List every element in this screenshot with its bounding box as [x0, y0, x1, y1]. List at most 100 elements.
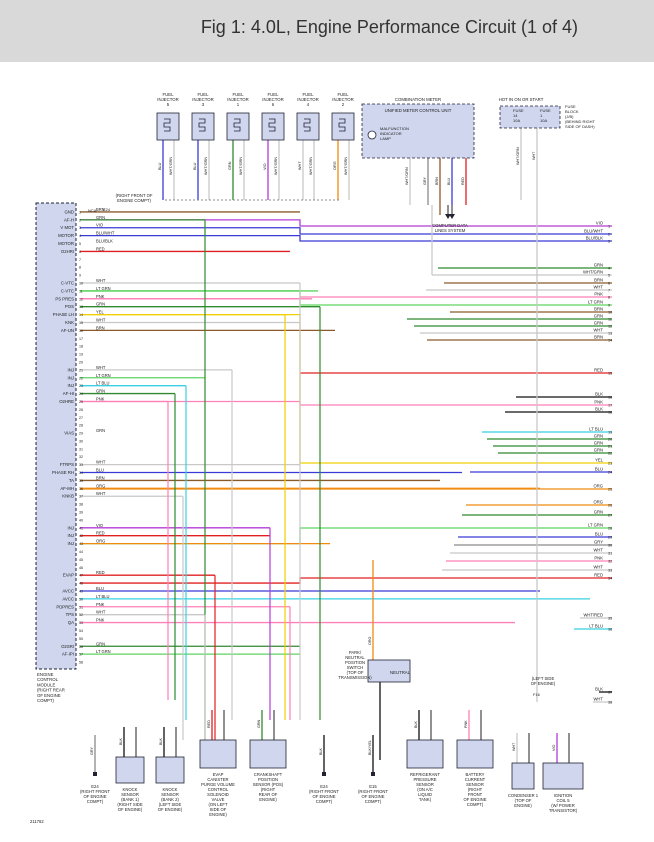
- component-wire-label: RED: [207, 720, 211, 728]
- ecm-pin-name: FTRPS: [60, 462, 74, 467]
- injector-number: 2: [342, 102, 345, 107]
- wire-color-label: BRN: [594, 278, 603, 283]
- wire-color-label: RED: [594, 368, 603, 373]
- fuel-injector: [261, 112, 285, 141]
- arrow-icon: [449, 214, 455, 219]
- wire-color-label: GRY: [594, 540, 603, 545]
- wire-color-label: BRN: [594, 335, 603, 340]
- injector-label: FUEL: [198, 92, 210, 97]
- component-wire-label: WHT: [512, 742, 516, 751]
- wire-blu/wht: [80, 227, 612, 235]
- ecm-pin-name: KNKB: [62, 494, 74, 499]
- ecm-wire-label: WHT: [96, 491, 106, 496]
- wire-number: 36: [608, 628, 612, 632]
- component-cmp: [249, 739, 287, 769]
- ecm-pin-name: QA: [68, 620, 74, 625]
- injector-coil-icon: [268, 118, 276, 132]
- component-label: COMPT): [467, 802, 484, 807]
- injector-label: INJECTOR: [157, 97, 178, 102]
- wire-yel: [80, 313, 612, 464]
- ecm-pin-number: 57: [79, 653, 83, 657]
- pnp-label: NEUTRAL: [345, 655, 365, 660]
- component-label: SENSOR: [466, 782, 484, 787]
- combination-meter: [361, 103, 475, 159]
- ecm-pin-number: 11: [79, 289, 83, 293]
- fuse-block: [499, 105, 561, 129]
- component-label: COIL 5: [556, 798, 570, 803]
- ecm-pin-number: 21: [79, 368, 83, 372]
- ecm-pin-number: 47: [79, 574, 83, 578]
- wire-color-label: WHT/RED: [583, 613, 603, 618]
- ecm-pin-number: 19: [79, 353, 83, 357]
- component-label: (RIGHT SIDE: [117, 802, 142, 807]
- component-label: ENGINE): [209, 812, 227, 817]
- wire-number: 6: [608, 282, 610, 286]
- fuel-injector: [296, 112, 320, 141]
- injector-label: FUEL: [303, 92, 315, 97]
- pnp-label: POSITION: [345, 660, 365, 665]
- ecm-wire-label: GRN: [96, 428, 105, 433]
- component-label: VALVE: [212, 797, 225, 802]
- wire-color-label: GRN: [594, 434, 603, 439]
- component-label: CRANKSHAFT: [254, 772, 283, 777]
- diagram-id: 211762: [30, 819, 44, 824]
- component-label: REFRIGERANT: [410, 772, 440, 777]
- wire-lt grn: [80, 290, 612, 306]
- wire-number: 27: [608, 514, 612, 518]
- component-label: E24: [91, 784, 99, 789]
- ecm-wire-label: WHT: [96, 610, 106, 615]
- wire-color-label: BLK: [595, 407, 603, 412]
- wire-number: 19: [608, 431, 612, 435]
- ecm-pin-number: 26: [79, 408, 83, 412]
- wire-color-label: BLK: [595, 392, 603, 397]
- fuse-block-label: FUSE: [565, 104, 576, 109]
- fuse-label: 14: [513, 113, 518, 118]
- component-label: PURGE VOLUME: [201, 782, 235, 787]
- component-label: (RIGHT FRONT: [309, 789, 339, 794]
- wire-color-label: YEL: [595, 458, 604, 463]
- ecm-pin-name: AVCC: [62, 588, 74, 593]
- wire-number: 8: [608, 296, 610, 300]
- ecm-wire-label: WHT: [96, 365, 106, 370]
- ecm-pin-number: 36: [79, 487, 83, 491]
- meter-title: COMBINATION METER: [395, 97, 441, 102]
- ecm-pin-name: AVCC: [62, 596, 74, 601]
- ecm-pin-number: 8: [79, 266, 81, 270]
- ecm-pin-number: 30: [79, 439, 83, 443]
- ecm-pin-name: TA: [69, 478, 74, 483]
- ecm-pin-name: AF-H: [64, 217, 74, 222]
- component-label: SENSOR: [161, 792, 179, 797]
- component-wire-label: BLK: [159, 737, 163, 745]
- fuse-block-label: (BEHIND RIGHT: [565, 119, 596, 124]
- component-label: BATTERY: [466, 772, 485, 777]
- ecm-pin-number: 2: [79, 218, 81, 222]
- ecm-pin-number: 6: [79, 250, 81, 254]
- component-label: FRONT: [468, 792, 483, 797]
- ecm-wire-label: LT GRN: [96, 286, 111, 291]
- ecm-label: OF ENGINE: [37, 693, 61, 698]
- ecm-wire-label: PNK: [96, 294, 105, 299]
- ecm-pin-number: 53: [79, 621, 83, 625]
- ecm-wire-label: BLU/WHT: [96, 231, 115, 236]
- wire-color-label: ORG: [593, 500, 603, 505]
- ecm-pin-name: INJ: [68, 525, 74, 530]
- wire-color-label: GRN: [594, 441, 603, 446]
- ground-connector-icon: [371, 772, 375, 776]
- fuse-block-label: (J/B): [565, 114, 574, 119]
- ecm-wire-label: BLU/BLK: [96, 239, 113, 244]
- component-label: ENGINE): [514, 803, 532, 808]
- component-label: (BANK 1): [121, 797, 139, 802]
- meter-lamp-label: MALFUNCTION: [380, 126, 409, 131]
- ecm-pin-number: 24: [79, 392, 83, 396]
- component-label: TANK): [419, 797, 432, 802]
- meter-wire-label: GRY: [423, 177, 427, 185]
- header-bar: Fig 1: 4.0L, Engine Performance Circuit …: [0, 0, 654, 62]
- ecm-pin-number: 54: [79, 629, 83, 633]
- ecm-pin-name: INJ: [68, 375, 74, 380]
- ecm-pin-name: MOTOR: [58, 233, 74, 238]
- computer-lines-label: LINES SYSTEM: [435, 228, 466, 233]
- page-title: Fig 1: 4.0L, Engine Performance Circuit …: [200, 17, 578, 37]
- wire-number: 26: [608, 504, 612, 508]
- ecm-wire-label: PNK: [96, 396, 105, 401]
- component-label: OF ENGINE: [463, 797, 486, 802]
